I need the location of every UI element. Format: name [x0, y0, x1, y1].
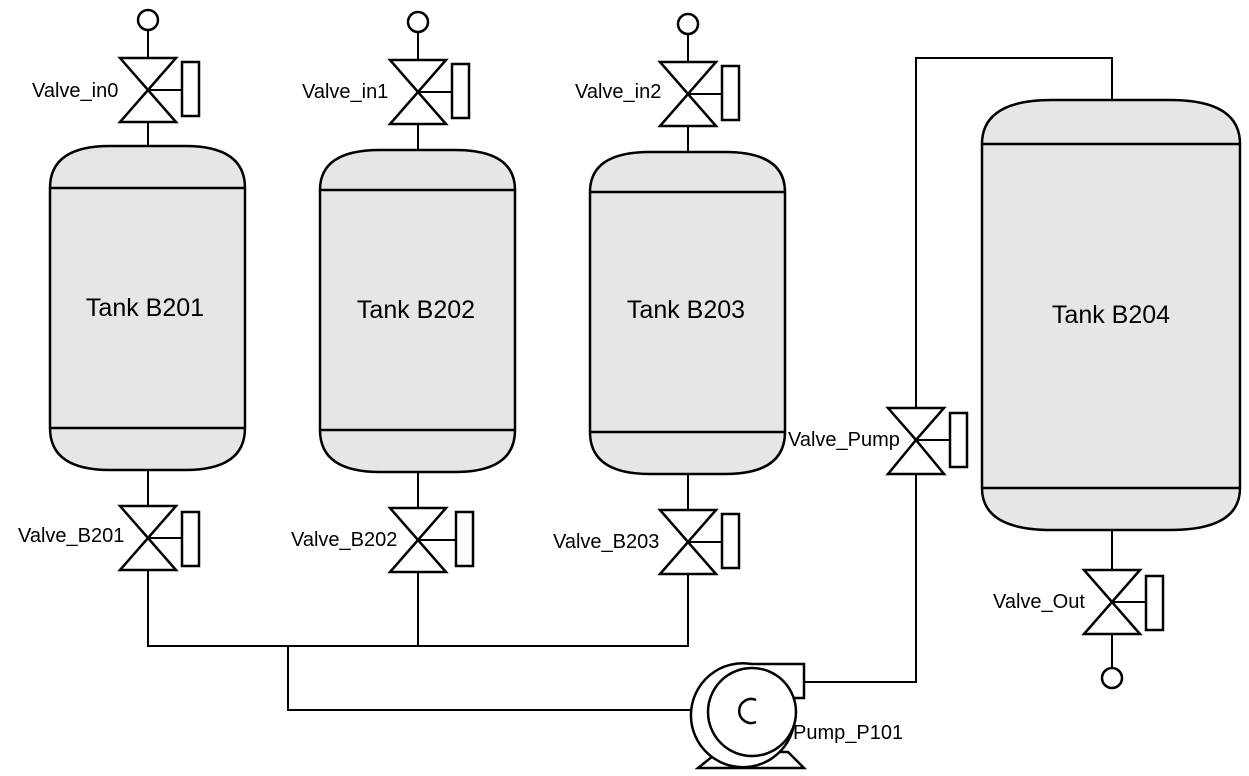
pump-volute: [706, 666, 798, 758]
valve-in2-lower: [657, 92, 719, 128]
valve-out-actuator: [1144, 574, 1165, 632]
pump-p101[interactable]: Pump_P101: [689, 662, 903, 770]
tank-b203-label: Tank B203: [627, 296, 745, 324]
valve-in1-actuator: [450, 62, 471, 120]
valve-b202-label: Valve_B202: [291, 529, 397, 551]
inlet-endpoint-2: [676, 12, 700, 36]
valve-b201-lower: [117, 536, 179, 572]
valve-b201-upper: [117, 504, 179, 540]
valve-in1-upper: [387, 58, 449, 94]
valve-pump-label: Valve_Pump: [788, 429, 900, 451]
valve-pump[interactable]: Valve_Pump: [788, 406, 969, 476]
pipe-to-b204: [915, 57, 1113, 408]
valve-b202-actuator: [454, 510, 475, 568]
valve-pump-actuator: [948, 411, 969, 469]
tank-b204[interactable]: Tank B204: [980, 98, 1242, 532]
tank-b202[interactable]: Tank B202: [318, 148, 517, 474]
tank-b201-label: Tank B201: [86, 294, 204, 322]
outlet-endpoint: [1100, 666, 1124, 690]
pipe-pump-suction: [287, 646, 700, 711]
valve-b203-upper: [657, 508, 719, 544]
valve-out[interactable]: Valve_Out: [993, 568, 1165, 636]
valve-b201-actuator: [180, 510, 201, 568]
tank-b203[interactable]: Tank B203: [588, 150, 787, 476]
valve-in0[interactable]: Valve_in0: [32, 56, 201, 124]
valve-in1[interactable]: Valve_in1: [302, 58, 471, 126]
valve-in1-label: Valve_in1: [302, 81, 388, 103]
valve-in2-label: Valve_in2: [575, 81, 661, 103]
valve-out-label: Valve_Out: [993, 591, 1085, 613]
valve-in0-actuator: [180, 60, 201, 118]
valve-in2[interactable]: Valve_in2: [575, 60, 741, 128]
valve-b201[interactable]: Valve_B201: [18, 504, 201, 572]
valve-b202[interactable]: Valve_B202: [291, 506, 475, 574]
valve-out-lower: [1081, 600, 1143, 636]
valve-in0-label: Valve_in0: [32, 80, 118, 102]
valve-b202-lower: [387, 538, 449, 574]
valve-b201-label: Valve_B201: [18, 525, 124, 547]
pump-p101-label: Pump_P101: [793, 722, 903, 744]
tank-b204-label: Tank B204: [1052, 301, 1170, 329]
pump-impeller-icon: [738, 697, 757, 725]
tank-b201[interactable]: Tank B201: [48, 144, 247, 472]
valve-b203-actuator: [720, 512, 741, 570]
inlet-endpoint-0: [136, 8, 160, 32]
tank-b202-label: Tank B202: [357, 296, 475, 324]
pipes: [147, 30, 1113, 711]
valve-b203[interactable]: Valve_B203: [553, 508, 741, 576]
valve-in2-actuator: [720, 64, 741, 122]
valve-in0-lower: [117, 88, 179, 124]
valve-in1-lower: [387, 90, 449, 126]
inlet-endpoint-1: [406, 10, 430, 34]
valve-in0-upper: [117, 56, 179, 92]
valve-pump-lower: [885, 438, 947, 476]
pipe-pump-discharge: [804, 474, 917, 683]
valve-b202-upper: [387, 506, 449, 542]
valve-b203-label: Valve_B203: [553, 531, 659, 553]
valve-b203-lower: [657, 540, 719, 576]
valve-out-upper: [1081, 568, 1143, 604]
valve-in2-upper: [657, 60, 719, 96]
valve-pump-upper: [885, 406, 947, 442]
